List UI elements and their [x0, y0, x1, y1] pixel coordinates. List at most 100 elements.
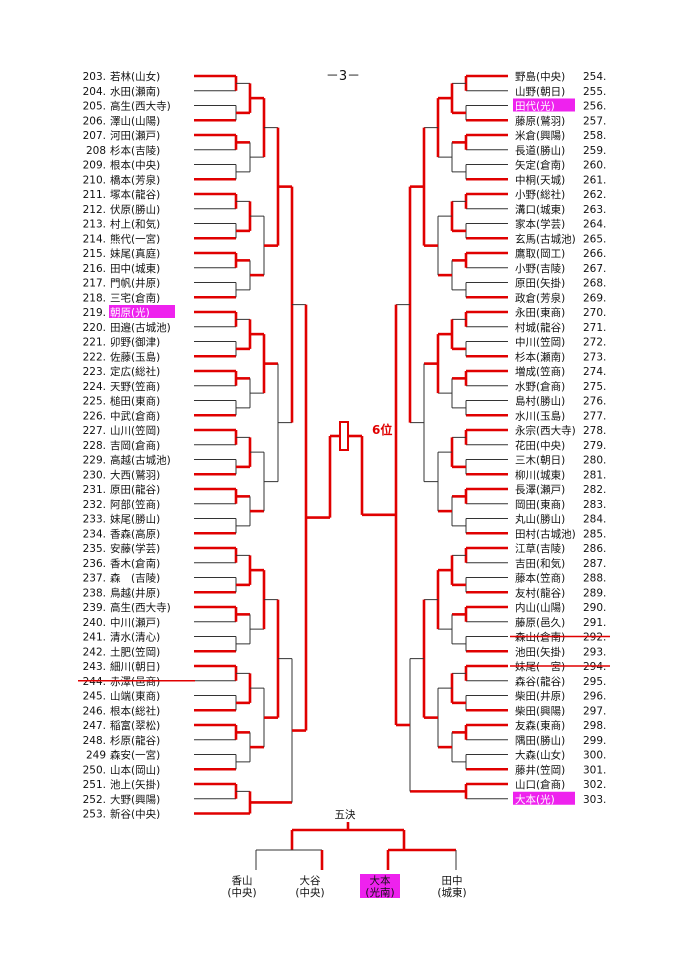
entry-number: 272. [583, 337, 606, 349]
entry-name: 新谷(中央) [110, 808, 160, 821]
entry-number: 269. [583, 292, 606, 304]
entry-name: 田邉(古城池) [110, 321, 171, 334]
entry-row: 207.河田(瀬戸) [83, 129, 161, 142]
entry-number: 213. [83, 219, 106, 231]
entry-row: 227.山川(笠岡) [83, 424, 161, 437]
entry-number: 259. [583, 145, 606, 157]
entry-name: 塚本(龍谷) [110, 188, 160, 201]
entry-row: 森山(倉南)292. [510, 631, 610, 644]
entry-number: 266. [583, 248, 606, 260]
entry-number: 256. [583, 101, 606, 113]
entry-number: 209. [83, 160, 106, 172]
entry-row: 233.妹尾(勝山) [83, 513, 161, 526]
entry-name: 吉田(和気) [515, 557, 565, 570]
entry-name: 中川(笠岡) [515, 336, 565, 349]
entry-number: 302. [583, 779, 606, 791]
entry-number: 274. [583, 366, 606, 378]
entry-name: 香木(倉南) [110, 557, 160, 570]
entry-name: 澤山(山陽) [110, 115, 160, 127]
entry-number: 240. [83, 617, 106, 629]
entry-row: 池田(矢掛)293. [515, 645, 606, 658]
entry-name: 安藤(学芸) [110, 542, 160, 555]
entry-name: 鳥越(井原) [110, 586, 160, 599]
entry-number: 253. [83, 809, 106, 821]
entry-number: 225. [83, 396, 106, 408]
entry-row: 藤本(笠商)288. [515, 572, 606, 585]
entry-number: 205. [83, 101, 106, 113]
entry-row: 田代(光)256. [513, 98, 606, 113]
entry-number: 248. [83, 735, 106, 747]
entry-number: 287. [583, 558, 606, 570]
final-player: 香山(中央) [227, 875, 256, 899]
entry-name: 大森(山女) [515, 749, 565, 762]
entry-number: 216. [83, 263, 106, 275]
entry-row: 三木(朝日)280. [515, 455, 606, 467]
entry-row: 250.山本(岡山) [83, 763, 161, 776]
entry-name: 柳川(城東) [515, 468, 565, 481]
entry-name: 稲富(翠松) [110, 719, 160, 732]
entry-name: 原田(矢掛) [515, 277, 565, 290]
entry-row: 229.高越(古城池) [83, 454, 171, 467]
entry-name: 大本(光) [515, 793, 555, 806]
entry-number: 211. [83, 189, 106, 201]
entry-name: 友村(龍谷) [515, 586, 565, 599]
entry-number: 244. [83, 676, 106, 688]
entry-row: 岡田(東商)283. [515, 498, 606, 511]
entry-name: 阿部(笠商) [110, 498, 160, 511]
entry-row: 239.高生(西大寺) [83, 601, 171, 614]
final-section: 五決 香山(中央)大谷(中央)大本(光南)田中(城東) [227, 809, 466, 899]
entry-name: 矢定(倉南) [515, 159, 565, 172]
entry-number: 243. [83, 661, 106, 673]
highlight-marker [513, 98, 575, 112]
entry-row: 矢定(倉南)260. [515, 159, 606, 172]
entry-number: 245. [83, 691, 106, 703]
final-player: 大谷(中央) [295, 874, 324, 899]
entry-row: 224.天野(笠商) [83, 380, 161, 393]
final-bracket-lines [255, 822, 457, 870]
entry-number: 250. [83, 764, 106, 776]
entry-row: 鷹取(岡工)266. [515, 247, 606, 260]
entry-row: 藤原(邑久)291. [515, 617, 606, 629]
entry-name: 長道(勝山) [515, 144, 565, 157]
entry-number: 271. [583, 322, 606, 334]
entry-number: 231. [83, 484, 106, 496]
entry-row: 家本(学芸)264. [515, 218, 606, 231]
entry-row: 226.中武(倉商) [83, 409, 161, 422]
entry-row: 森谷(龍谷)295. [515, 675, 606, 688]
entry-row: 247.稲富(翠松) [83, 719, 161, 732]
entry-number: 265. [583, 233, 606, 245]
entry-name: 長澤(瀬戸) [515, 483, 565, 496]
entry-row: 203.若林(山女) [83, 70, 161, 83]
entry-name: 大西(鷲羽) [110, 468, 160, 481]
entry-name: 橋本(芳泉) [110, 173, 160, 186]
entry-name: 高越(古城池) [110, 454, 171, 467]
entry-row: 221.卯野(御津) [83, 336, 161, 349]
entry-row: 山野(朝日)255. [515, 86, 606, 98]
final-player-club: (城東) [437, 886, 466, 899]
entry-name: 妹尾(真庭) [110, 247, 160, 260]
entry-name: 村上(和気) [110, 218, 160, 231]
entry-row: 216.田中(城東) [83, 262, 161, 275]
entry-row: 232.阿部(笠商) [83, 498, 161, 511]
entry-number: 203. [83, 71, 106, 83]
entry-row: 206.澤山(山陽) [83, 115, 161, 127]
entry-number: 220. [83, 322, 106, 334]
entry-number: 270. [583, 307, 606, 319]
entry-number: 286. [583, 543, 606, 555]
entry-row: 218.三宅(倉南) [83, 291, 161, 304]
entry-row: 永宗(西大寺)278. [515, 424, 606, 437]
entry-row: 213. 村上(和気) [83, 218, 161, 231]
entry-name: 森谷(龍谷) [515, 675, 565, 688]
entry-row: 252.大野(興陽) [83, 793, 161, 806]
entry-number: 300. [583, 750, 606, 762]
entry-number: 263. [583, 204, 606, 216]
entry-row: 214.熊代(一宮) [83, 232, 161, 245]
entry-row: 212.伏原(勝山) [83, 203, 161, 216]
entry-number: 219. [83, 307, 106, 319]
entry-number: 221. [83, 337, 106, 349]
entry-name: 河田(瀬戸) [110, 129, 160, 142]
entry-name: 内山(山陽) [515, 601, 565, 614]
entry-number: 254. [583, 71, 606, 83]
entry-number: 223. [83, 366, 106, 378]
